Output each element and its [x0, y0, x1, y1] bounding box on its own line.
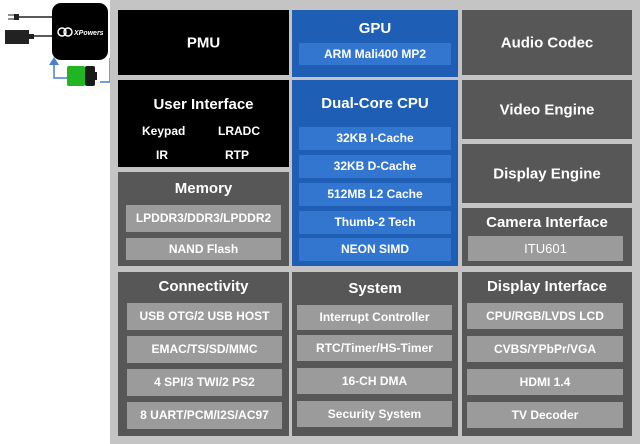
audio-codec-block: Audio Codec: [462, 10, 632, 75]
cpu-item: NEON SIMD: [299, 238, 451, 261]
display-interface-block: Display Interface CPU/RGB/LVDS LCD CVBS/…: [462, 272, 632, 436]
camera-interface-item: ITU601: [468, 236, 623, 261]
power-plug-icon: [8, 14, 56, 20]
memory-item: NAND Flash: [126, 238, 281, 260]
connectivity-title: Connectivity: [158, 278, 249, 295]
ui-item-rtp: RTP: [225, 148, 249, 162]
display-interface-item: CPU/RGB/LVDS LCD: [467, 303, 623, 329]
power-adapter-icon: [5, 30, 54, 44]
cpu-item: Thumb-2 Tech: [299, 211, 451, 234]
audio-codec-title: Audio Codec: [500, 34, 594, 51]
gpu-block: GPU ARM Mali400 MP2: [292, 10, 458, 77]
ui-item-keypad: Keypad: [142, 124, 186, 138]
svg-text:XPowers: XPowers: [73, 30, 104, 37]
connectivity-item: USB OTG/2 USB HOST: [127, 303, 282, 330]
display-interface-item: CVBS/YPbPr/VGA: [467, 336, 623, 362]
ui-item-ir: IR: [156, 148, 168, 162]
system-block: System Interrupt Controller RTC/Timer/HS…: [292, 272, 458, 436]
cpu-title: Dual-Core CPU: [321, 95, 429, 112]
memory-item: LPDDR3/DDR3/LPDDR2: [126, 205, 281, 232]
memory-title: Memory: [174, 180, 233, 197]
user-interface-block: User Interface Keypad LRADC IR RTP: [118, 80, 289, 167]
camera-interface-title: Camera Interface: [486, 214, 608, 231]
pmu-title: PMU: [186, 34, 221, 51]
system-title: System: [348, 280, 402, 297]
camera-interface-block: Camera Interface ITU601: [462, 208, 632, 266]
system-item: RTC/Timer/HS-Timer: [297, 335, 452, 361]
display-engine-block: Display Engine: [462, 144, 632, 203]
connectivity-item: 8 UART/PCM/I2S/AC97: [127, 402, 282, 429]
cpu-item: 32KB D-Cache: [299, 155, 451, 178]
connectivity-item: EMAC/TS/SD/MMC: [127, 336, 282, 363]
system-item: 16-CH DMA: [297, 368, 452, 394]
video-engine-block: Video Engine: [462, 80, 632, 139]
ui-item-lradc: LRADC: [218, 124, 260, 138]
display-interface-item: HDMI 1.4: [467, 369, 623, 395]
connectivity-block: Connectivity USB OTG/2 USB HOST EMAC/TS/…: [118, 272, 289, 436]
gpu-title: GPU: [358, 20, 392, 37]
system-item: Interrupt Controller: [297, 305, 452, 330]
display-interface-title: Display Interface: [486, 278, 608, 295]
user-interface-title: User Interface: [153, 96, 254, 113]
video-engine-title: Video Engine: [499, 101, 595, 118]
memory-block: Memory LPDDR3/DDR3/LPDDR2 NAND Flash: [118, 172, 289, 266]
gpu-item: ARM Mali400 MP2: [299, 43, 451, 65]
cpu-block: Dual-Core CPU 32KB I-Cache 32KB D-Cache …: [292, 80, 458, 266]
connectivity-item: 4 SPI/3 TWI/2 PS2: [127, 369, 282, 396]
xpowers-logo: XPowers: [57, 27, 104, 37]
pmu-block: PMU: [118, 10, 289, 75]
cpu-item: 512MB L2 Cache: [299, 183, 451, 206]
battery-icon: [67, 66, 97, 86]
display-interface-item: TV Decoder: [467, 402, 623, 428]
display-engine-title: Display Engine: [493, 165, 601, 182]
system-item: Security System: [297, 401, 452, 427]
cpu-item: 32KB I-Cache: [299, 127, 451, 150]
pmic-chip: XPowers: [52, 3, 108, 60]
